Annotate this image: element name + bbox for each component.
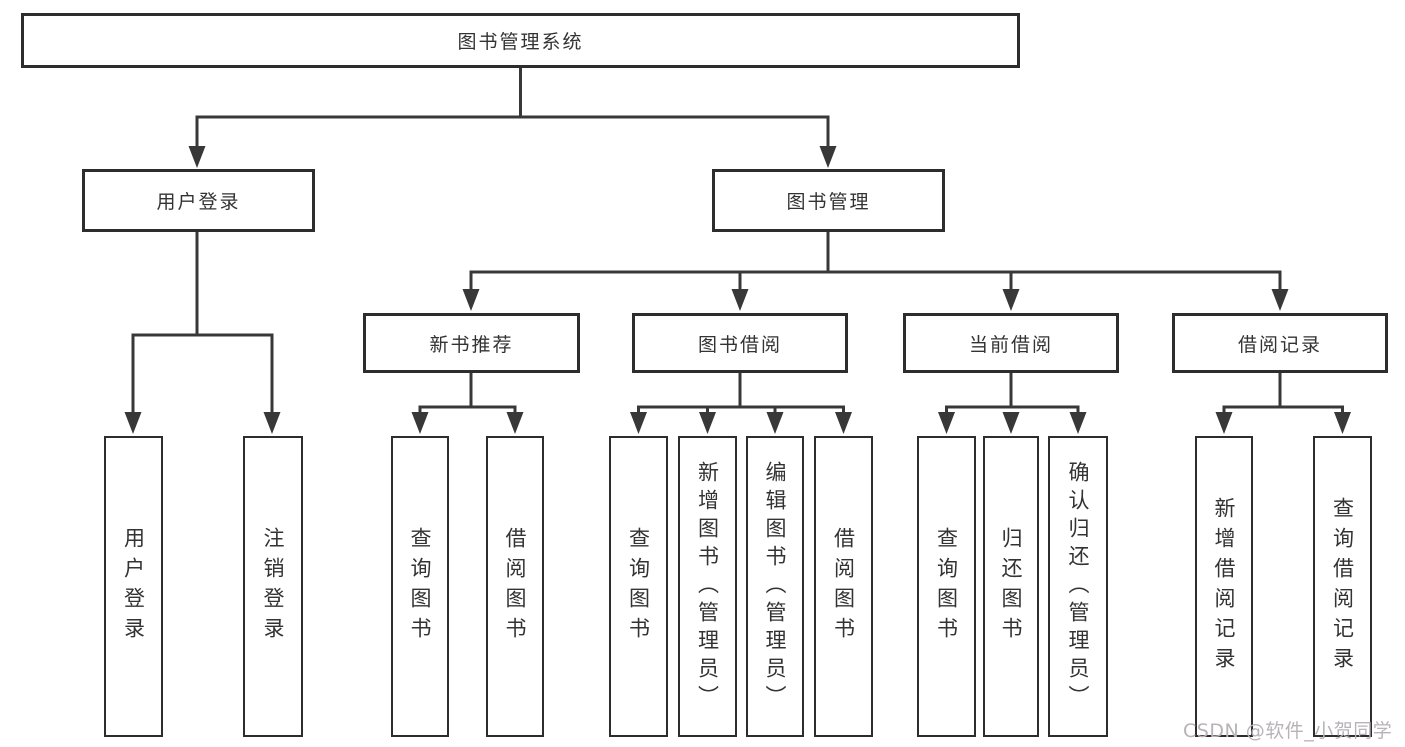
node-library-management-system: 图书管理系统 bbox=[21, 13, 1020, 68]
node-label: 查询借阅记录 bbox=[1330, 496, 1355, 677]
leaf-return-books: 归还图书 bbox=[983, 436, 1039, 737]
node-label: 当前借阅 bbox=[968, 333, 1053, 356]
leaf-query-books-borrowing: 查询图书 bbox=[609, 436, 668, 737]
leaf-query-books-recommend: 查询图书 bbox=[391, 436, 449, 737]
arrowheads bbox=[124, 146, 1351, 434]
node-user-login: 用户登录 bbox=[82, 169, 315, 232]
leaf-add-books-admin: 新增图书（管理员） bbox=[678, 436, 737, 737]
node-borrowing-records: 借阅记录 bbox=[1172, 313, 1388, 373]
node-label: 归还图书 bbox=[999, 526, 1024, 647]
node-label: 编辑图书（管理员） bbox=[763, 460, 788, 713]
node-current-borrowing: 当前借阅 bbox=[903, 313, 1119, 373]
leaf-add-borrow-record: 新增借阅记录 bbox=[1195, 436, 1253, 737]
leaf-confirm-return-admin: 确认归还（管理员） bbox=[1048, 436, 1108, 737]
node-label: 确认归还（管理员） bbox=[1066, 460, 1091, 713]
leaf-borrow-books-recommend: 借阅图书 bbox=[486, 436, 544, 737]
node-label: 借阅图书 bbox=[831, 526, 856, 647]
node-label: 查询图书 bbox=[934, 526, 959, 647]
node-label: 新增图书（管理员） bbox=[695, 460, 720, 713]
node-label: 借阅记录 bbox=[1237, 333, 1322, 356]
leaf-edit-books-admin: 编辑图书（管理员） bbox=[746, 436, 804, 737]
node-new-book-recommendation: 新书推荐 bbox=[363, 313, 580, 373]
node-label: 借阅图书 bbox=[503, 526, 528, 647]
node-book-borrowing: 图书借阅 bbox=[632, 313, 848, 373]
csdn-watermark: CSDN @软件_小贺同学 bbox=[1183, 720, 1393, 742]
node-label: 图书借阅 bbox=[697, 333, 782, 356]
node-book-management: 图书管理 bbox=[712, 169, 945, 232]
leaf-user-login: 用户登录 bbox=[104, 436, 163, 737]
node-label: 查询图书 bbox=[408, 526, 433, 647]
node-label: 用户登录 bbox=[121, 526, 146, 647]
leaf-query-borrow-record: 查询借阅记录 bbox=[1313, 436, 1372, 737]
node-label: 新增借阅记录 bbox=[1212, 496, 1237, 677]
node-label: 查询图书 bbox=[626, 526, 651, 647]
leaf-logout: 注销登录 bbox=[243, 436, 303, 737]
node-label: 图书管理系统 bbox=[457, 31, 584, 53]
leaf-query-books-current: 查询图书 bbox=[917, 436, 976, 737]
node-label: 新书推荐 bbox=[429, 333, 514, 356]
node-label: 注销登录 bbox=[261, 526, 286, 647]
node-label: 用户登录 bbox=[156, 191, 241, 213]
leaf-borrow-books-borrowing: 借阅图书 bbox=[814, 436, 873, 737]
node-label: 图书管理 bbox=[786, 191, 871, 213]
